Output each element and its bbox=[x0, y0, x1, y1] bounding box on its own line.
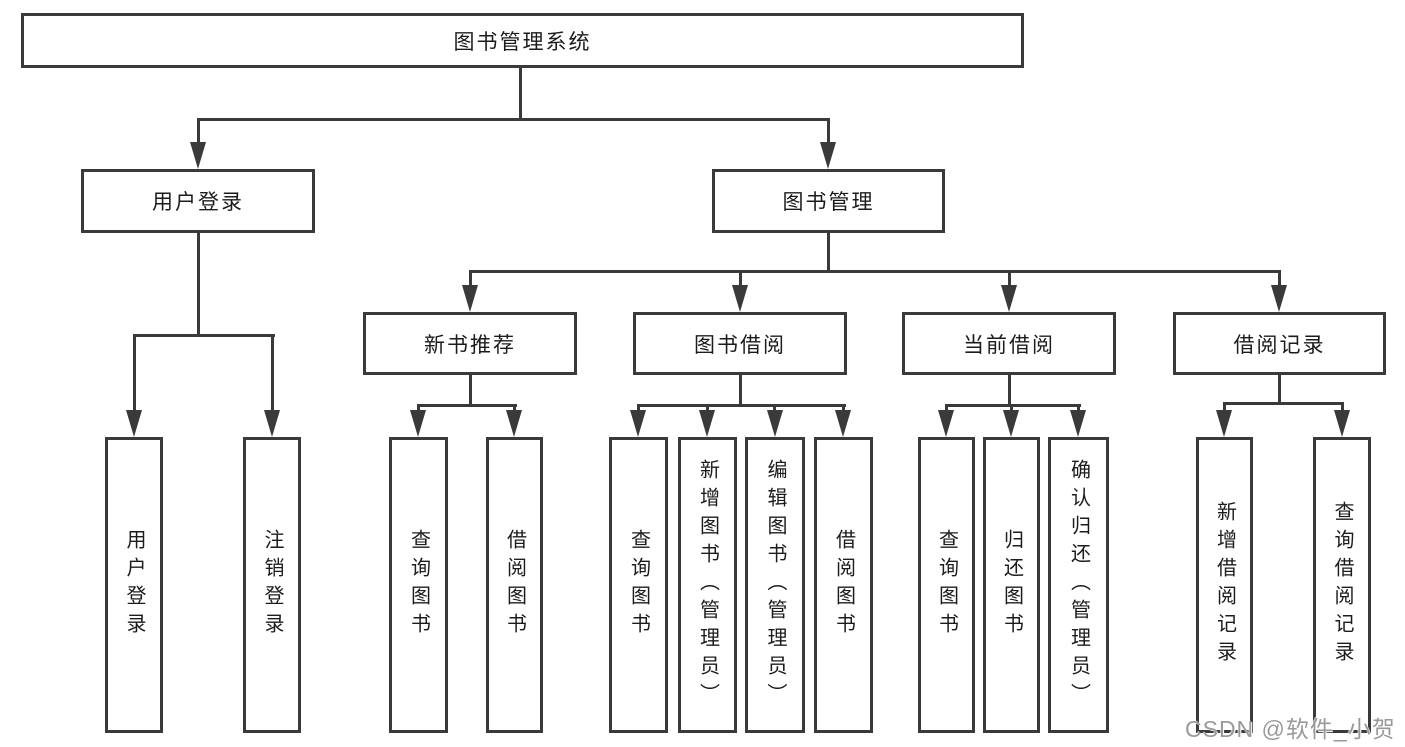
connector-stem bbox=[739, 270, 742, 288]
node-leaf-cb-return-book: 归还图书 bbox=[983, 437, 1040, 733]
node-user-login: 用户登录 bbox=[81, 169, 315, 233]
node-leaf-bb-borrow-book: 借阅图书 bbox=[814, 437, 873, 733]
arrow-down-icon bbox=[126, 410, 142, 437]
connector-stem bbox=[1278, 270, 1281, 288]
arrow-down-icon bbox=[506, 410, 522, 437]
connector-branch bbox=[945, 404, 1081, 407]
connector-stem bbox=[1008, 270, 1011, 288]
connector-bookmgmt-stem bbox=[827, 233, 830, 273]
connector-stem bbox=[197, 118, 200, 146]
connector-stem bbox=[469, 270, 472, 288]
node-leaf-bb-edit-book: 编辑图书（管理员） bbox=[745, 437, 805, 733]
node-leaf-nb-borrow-book-label: 借阅图书 bbox=[503, 529, 526, 641]
connector-stem bbox=[1341, 402, 1344, 414]
node-user-login-label: 用户登录 bbox=[152, 191, 244, 214]
node-leaf-cb-query-book-label: 查询图书 bbox=[935, 529, 958, 641]
arrow-down-icon bbox=[820, 142, 836, 169]
node-leaf-cb-confirm-return-label: 确认归还（管理员） bbox=[1067, 459, 1090, 711]
node-leaf-logout-label: 注销登录 bbox=[261, 529, 283, 641]
connector-userlogin-branch bbox=[133, 334, 275, 337]
node-leaf-cb-query-book: 查询图书 bbox=[918, 437, 975, 733]
connector-root-stem bbox=[519, 68, 522, 121]
connector-stem bbox=[1278, 375, 1281, 405]
node-book-management-label: 图书管理 bbox=[782, 191, 875, 214]
arrow-down-icon bbox=[264, 410, 280, 437]
node-borrow-records-label: 借阅记录 bbox=[1233, 333, 1326, 357]
connector-stem bbox=[1223, 402, 1226, 414]
arrow-down-icon bbox=[767, 410, 783, 437]
connector-stem bbox=[739, 375, 742, 407]
node-leaf-br-query-record-label: 查询借阅记录 bbox=[1331, 501, 1353, 669]
connector-stem bbox=[706, 404, 709, 414]
connector-bookmgmt-branch bbox=[469, 270, 1281, 273]
node-book-management: 图书管理 bbox=[712, 169, 945, 233]
node-leaf-nb-borrow-book: 借阅图书 bbox=[486, 437, 543, 733]
arrow-down-icon bbox=[1216, 410, 1232, 437]
connector-stem bbox=[1008, 375, 1011, 407]
node-current-borrow-label: 当前借阅 bbox=[963, 333, 1055, 357]
connector-branch bbox=[637, 404, 846, 407]
arrow-down-icon bbox=[462, 285, 478, 312]
connector-stem bbox=[133, 334, 136, 414]
node-leaf-br-add-record: 新增借阅记录 bbox=[1196, 437, 1253, 733]
arrow-down-icon bbox=[699, 410, 715, 437]
connector-stem bbox=[945, 404, 948, 414]
node-leaf-bb-borrow-book-label: 借阅图书 bbox=[832, 529, 855, 641]
connector-stem bbox=[773, 404, 776, 414]
node-leaf-login-label: 用户登录 bbox=[123, 529, 145, 641]
csdn-watermark: CSDN @软件_小贺同学 bbox=[1185, 716, 1396, 742]
connector-root-branch bbox=[197, 118, 830, 121]
node-leaf-cb-confirm-return: 确认归还（管理员） bbox=[1048, 437, 1109, 733]
arrow-down-icon bbox=[1070, 410, 1086, 437]
node-borrow-records: 借阅记录 bbox=[1173, 312, 1386, 375]
node-book-borrow: 图书借阅 bbox=[633, 312, 847, 375]
connector-branch bbox=[1223, 402, 1344, 405]
arrow-down-icon bbox=[410, 410, 426, 437]
node-new-book-recommend: 新书推荐 bbox=[363, 312, 577, 375]
connector-stem bbox=[469, 375, 472, 407]
node-root: 图书管理系统 bbox=[21, 13, 1024, 68]
arrow-down-icon bbox=[1003, 410, 1019, 437]
node-leaf-logout: 注销登录 bbox=[243, 437, 301, 733]
node-leaf-bb-query-book-label: 查询图书 bbox=[627, 529, 650, 641]
connector-stem bbox=[513, 404, 516, 414]
node-root-label: 图书管理系统 bbox=[453, 30, 592, 54]
arrow-down-icon bbox=[938, 410, 954, 437]
arrow-down-icon bbox=[190, 142, 206, 169]
arrow-down-icon bbox=[835, 410, 851, 437]
node-leaf-nb-query-book-label: 查询图书 bbox=[407, 529, 430, 641]
connector-stem bbox=[417, 404, 420, 414]
connector-branch bbox=[417, 404, 517, 407]
connector-stem bbox=[842, 404, 845, 414]
connector-stem bbox=[637, 404, 640, 414]
arrow-down-icon bbox=[630, 410, 646, 437]
arrow-down-icon bbox=[1001, 285, 1017, 312]
connector-stem bbox=[1077, 404, 1080, 414]
connector-stem bbox=[1010, 404, 1013, 414]
node-leaf-nb-query-book: 查询图书 bbox=[389, 437, 448, 733]
node-leaf-br-add-record-label: 新增借阅记录 bbox=[1213, 501, 1236, 669]
connector-userlogin-stem bbox=[197, 233, 200, 337]
arrow-down-icon bbox=[1334, 410, 1350, 437]
node-current-borrow: 当前借阅 bbox=[902, 312, 1116, 375]
node-leaf-bb-add-book: 新增图书（管理员） bbox=[678, 437, 737, 733]
node-new-book-recommend-label: 新书推荐 bbox=[424, 333, 516, 357]
connector-stem bbox=[827, 118, 830, 146]
arrow-down-icon bbox=[1271, 285, 1287, 312]
node-leaf-cb-return-book-label: 归还图书 bbox=[1000, 529, 1023, 641]
node-leaf-bb-edit-book-label: 编辑图书（管理员） bbox=[764, 459, 786, 711]
connector-stem bbox=[271, 334, 274, 414]
node-leaf-br-query-record: 查询借阅记录 bbox=[1313, 437, 1371, 733]
node-leaf-bb-query-book: 查询图书 bbox=[609, 437, 668, 733]
arrow-down-icon bbox=[732, 285, 748, 312]
node-leaf-bb-add-book-label: 新增图书（管理员） bbox=[696, 459, 719, 711]
node-book-borrow-label: 图书借阅 bbox=[694, 333, 786, 357]
node-leaf-login: 用户登录 bbox=[105, 437, 163, 733]
